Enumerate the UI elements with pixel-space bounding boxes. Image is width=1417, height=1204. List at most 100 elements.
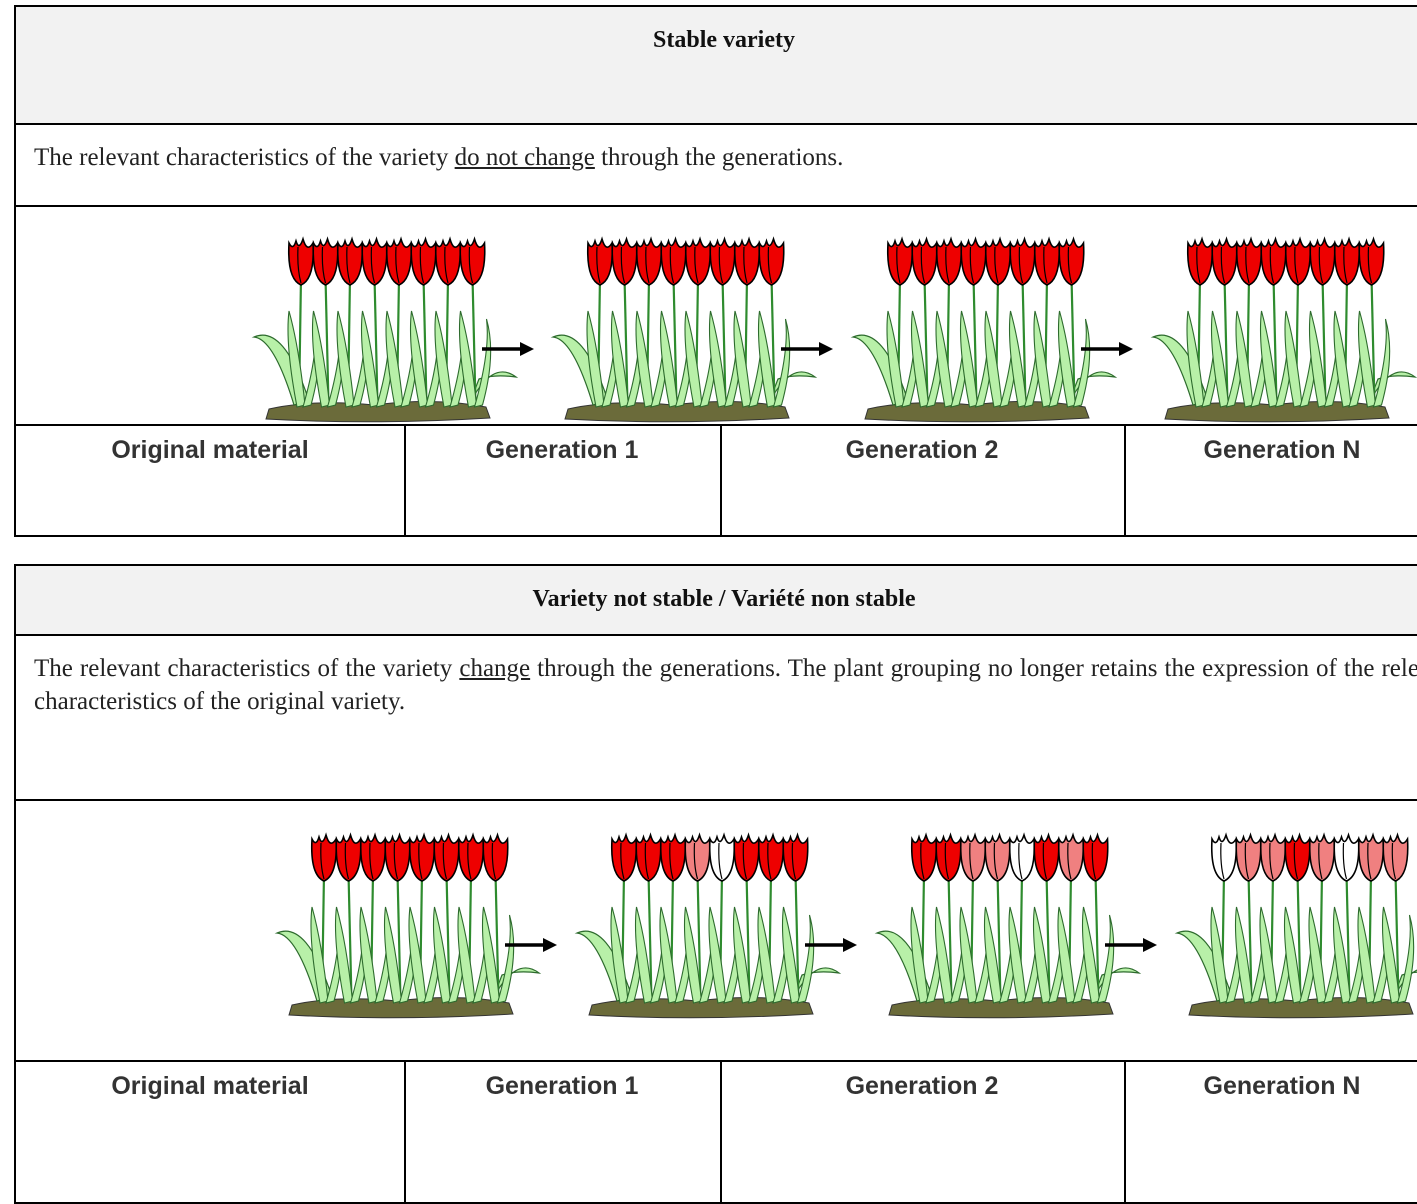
- tulip-petal-line: [1293, 842, 1299, 880]
- label-cell-generation-2: Generation 2: [720, 1062, 1124, 1202]
- tulip-flower: [886, 236, 914, 286]
- tulip-flower: [984, 832, 1011, 882]
- tulip-flower: [1333, 832, 1360, 882]
- tulip-flower: [1211, 236, 1238, 286]
- tulip-stem: [947, 872, 953, 1002]
- tulip-petal-line: [791, 842, 797, 880]
- tulip-leaf: [959, 906, 978, 1004]
- tulip-flower: [610, 832, 638, 882]
- tulip-petal-line: [297, 246, 302, 284]
- tulip-flower: [960, 236, 987, 286]
- tulip-flower: [1333, 236, 1361, 286]
- tulip-stem: [324, 276, 330, 406]
- tulip-flower: [684, 236, 712, 286]
- tulip-flower: [335, 832, 362, 882]
- tulip-flower: [1260, 236, 1287, 286]
- tulip-flower: [911, 236, 938, 286]
- tulip-petal-line: [468, 246, 474, 284]
- tulip-petal-line: [718, 246, 724, 284]
- tulip-flower: [586, 236, 614, 286]
- tulip-leaf: [1283, 906, 1303, 1004]
- description-text: The relevant characteristics of the vari…: [34, 144, 844, 171]
- label-generation-1: Generation 1: [485, 1072, 639, 1100]
- tulip-flower: [758, 236, 785, 286]
- tulip-flower: [1033, 236, 1061, 286]
- tulip-petal-line: [419, 246, 425, 284]
- tulip-cluster-0: [251, 236, 519, 423]
- tulip-flower: [959, 832, 987, 882]
- tulip-leaf: [733, 310, 752, 408]
- tulip-leaf: [496, 914, 515, 1004]
- tulip-petal-line: [1067, 246, 1073, 284]
- tulip-stem: [696, 872, 702, 1002]
- tulip-petal-line: [1391, 842, 1397, 880]
- divider: [720, 426, 722, 535]
- tulip-flower: [1057, 832, 1085, 882]
- tulip-flower: [757, 832, 785, 882]
- panel-title: Variety not stable / Variété non stable: [532, 586, 916, 612]
- label-cell-original: Original material: [16, 426, 404, 535]
- tulip-flower: [287, 236, 315, 286]
- tulip-leaf: [781, 906, 801, 1004]
- tulip-stem: [647, 872, 653, 1002]
- tulip-flower: [1210, 832, 1238, 882]
- tulip-leaf: [610, 310, 630, 408]
- tulip-stem: [1223, 276, 1229, 406]
- tulip-petal-line: [1342, 842, 1348, 880]
- tulip-petal-line: [767, 246, 773, 284]
- tulip-leaf: [610, 906, 629, 1004]
- tulip-petal-line: [1318, 246, 1324, 284]
- tulip-stem: [422, 276, 428, 406]
- tulip-flower: [611, 236, 638, 286]
- tulip-petal-line: [969, 842, 974, 880]
- tulip-leaf: [473, 318, 492, 408]
- tulip-flower: [684, 832, 711, 882]
- tulip-leaf: [1210, 310, 1230, 408]
- tulip-leaf: [934, 906, 954, 1004]
- tulip-leaf: [360, 310, 380, 408]
- tulip-flower: [1033, 832, 1060, 882]
- tulip-leaf: [1333, 310, 1352, 408]
- tulip-petal-line: [444, 246, 449, 284]
- tulip-stem: [745, 872, 751, 1002]
- tulip-leaf: [1096, 914, 1115, 1004]
- tulip-flower: [1357, 832, 1385, 882]
- tulip-flower: [433, 832, 460, 882]
- tulip-flower: [1382, 832, 1409, 882]
- generation-labels-row: Original material Generation 1 Generatio…: [16, 1062, 1417, 1202]
- tulip-petal-line: [1343, 246, 1348, 284]
- tulip-leaf: [757, 310, 777, 408]
- tulip-petal-line: [1018, 246, 1024, 284]
- tulip-petal-line: [1067, 842, 1072, 880]
- divider: [720, 1062, 722, 1202]
- tulip-cluster-1: [574, 832, 842, 1019]
- label-cell-generation-n: Generation N: [1124, 1062, 1417, 1202]
- tulip-flower: [708, 832, 736, 882]
- tulip-leaf: [1396, 914, 1415, 1004]
- tulip-leaf: [385, 310, 404, 408]
- tulip-leaf: [334, 906, 354, 1004]
- tulip-petal-line: [467, 842, 472, 880]
- generation-labels-row: Original material Generation 1 Generatio…: [16, 426, 1417, 535]
- tulip-petal-line: [1294, 246, 1299, 284]
- tulip-flower: [1009, 236, 1036, 286]
- tulip-flower: [1308, 832, 1336, 882]
- tulip-flower: [1284, 832, 1311, 882]
- tulip-flower: [457, 832, 485, 882]
- tulip-leaf: [910, 310, 930, 408]
- tulip-petal-line: [1269, 842, 1274, 880]
- tulip-petal-line: [321, 246, 327, 284]
- tulip-stem: [396, 872, 402, 1002]
- divider: [404, 426, 406, 535]
- tulip-petal-line: [418, 842, 423, 880]
- tulip-leaf: [683, 906, 703, 1004]
- tulip-leaf: [457, 906, 476, 1004]
- tulip-petal-line: [945, 246, 950, 284]
- tulip-flower: [385, 236, 413, 286]
- tulip-petal-line: [920, 246, 926, 284]
- tulip-leaf: [1057, 906, 1076, 1004]
- tulip-leaf: [959, 310, 979, 408]
- tulip-stem: [721, 276, 727, 406]
- tulip-flower: [361, 236, 388, 286]
- divider: [404, 1062, 406, 1202]
